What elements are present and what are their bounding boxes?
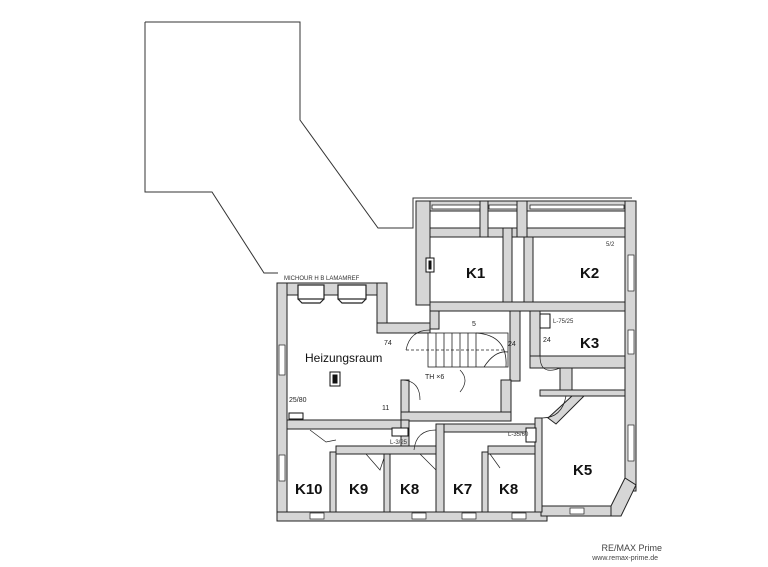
room-label-k1: K1 (466, 265, 485, 282)
room-label-k3: K3 (580, 335, 599, 352)
window-note-right: L-35/60 (508, 432, 529, 438)
top-windows (299, 204, 625, 297)
room-label-k7: K7 (453, 481, 472, 498)
site-watermark: www.remax-prime.de (592, 555, 658, 562)
left-mark-note: 11 (382, 405, 389, 412)
k3-side-note: 24 (543, 337, 551, 344)
heizung-sub-note: 25/80 (289, 397, 307, 404)
stair-treads-note: TH ×6 (425, 374, 444, 381)
header-note: MICHOUR H B LAMAMREF (284, 276, 360, 282)
brand-watermark: RE/MAX Prime (601, 543, 662, 553)
room-label-k10: K10 (295, 481, 323, 498)
k2-corner-note: 5/2 (606, 242, 615, 248)
room-label-k5: K5 (573, 462, 592, 479)
staircase (406, 332, 509, 368)
window-note-left: L-3/25 (390, 440, 408, 446)
room-label-k9: K9 (349, 481, 368, 498)
stair-width-note: 24 (508, 341, 516, 348)
heizung-height-note: 74 (384, 340, 392, 347)
room-label-heizungsraum: Heizungsraum (305, 351, 382, 365)
meter-symbols (288, 257, 551, 443)
lot-outline-lower (144, 22, 278, 274)
k3-window-note: L-75/25 (553, 319, 574, 325)
lot-outline (145, 21, 632, 229)
vent-boxes (297, 284, 367, 304)
room-label-k8-right: K8 (499, 481, 518, 498)
internal-walls (286, 200, 626, 513)
side-windows (278, 254, 635, 520)
room-label-k8-left: K8 (400, 481, 419, 498)
door-swings (309, 329, 567, 471)
k5-wall (547, 395, 586, 425)
room-label-k2: K2 (580, 265, 599, 282)
stair-mark: 5 (472, 321, 476, 328)
